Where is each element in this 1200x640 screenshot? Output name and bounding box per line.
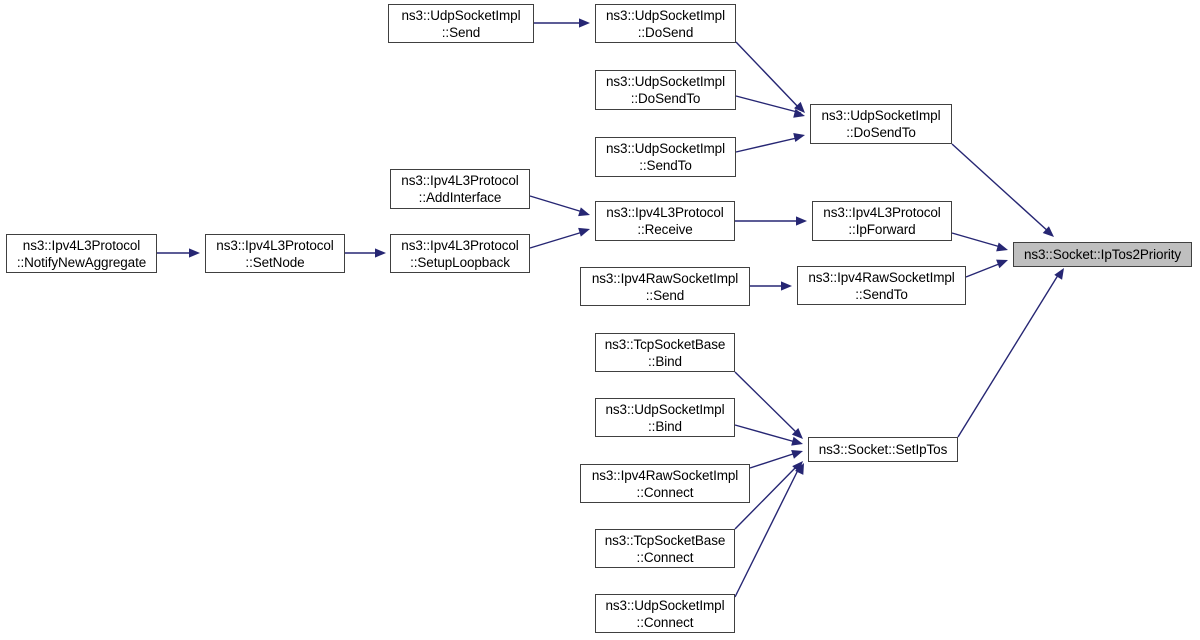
- graph-node-label-line2: ::Send: [645, 287, 685, 303]
- graph-node-label-line2: ::DoSend: [637, 24, 694, 40]
- graph-node-label-line2: ::SetNode: [245, 254, 305, 270]
- graph-node-label-line2: ::SendTo: [855, 286, 908, 302]
- graph-node-label-line2: ::Bind: [648, 418, 682, 434]
- graph-node-udp_dosendto_src[interactable]: ns3::UdpSocketImpl::DoSendTo: [595, 70, 736, 110]
- edge-arrowhead: [578, 207, 590, 217]
- edge-arrowhead: [579, 18, 590, 28]
- graph-node-udp_dosend[interactable]: ns3::UdpSocketImpl::DoSend: [595, 4, 736, 43]
- graph-node-udp_send[interactable]: ns3::UdpSocketImpl::Send: [388, 4, 534, 43]
- graph-node-label-line1: ns3::UdpSocketImpl: [605, 7, 725, 23]
- edge-arrowhead: [795, 463, 804, 475]
- graph-node-label-line1: ns3::Ipv4L3Protocol: [401, 237, 519, 253]
- graph-node-label-line2: ::Connect: [636, 549, 694, 565]
- edge-arrowhead: [793, 108, 805, 118]
- graph-node-label-line2: ::NotifyNewAggregate: [16, 254, 147, 270]
- call-edge: [965, 261, 1005, 278]
- graph-node-label-line1: ns3::Ipv4RawSocketImpl: [591, 270, 739, 286]
- graph-node-ipv4_ipforward[interactable]: ns3::Ipv4L3Protocol::IpForward: [812, 201, 952, 241]
- graph-node-label-line1: ns3::Socket::IpTos2Priority: [1023, 247, 1182, 262]
- graph-node-label-line2: ::Send: [441, 24, 481, 40]
- graph-node-label-line1: ns3::Ipv4L3Protocol: [216, 237, 334, 253]
- graph-node-raw_sendto[interactable]: ns3::Ipv4RawSocketImpl::SendTo: [797, 266, 966, 305]
- edge-arrowhead: [794, 101, 805, 113]
- graph-node-label-line1: ns3::Ipv4L3Protocol: [22, 237, 141, 253]
- edge-arrowhead: [781, 281, 792, 291]
- graph-node-label-line1: ns3::Ipv4L3Protocol: [606, 205, 724, 220]
- edge-arrowhead: [791, 450, 803, 459]
- graph-node-label-line2: ::AddInterface: [418, 190, 502, 205]
- graph-node-label-line2: ::DoSendTo: [630, 91, 701, 106]
- edge-arrowhead: [578, 227, 590, 237]
- graph-node-label-line1: ns3::UdpSocketImpl: [605, 597, 725, 613]
- edge-arrowhead: [1042, 226, 1054, 237]
- graph-node-udp_bind[interactable]: ns3::UdpSocketImpl::Bind: [595, 398, 735, 437]
- edge-arrowhead: [996, 242, 1008, 252]
- graph-node-iptos2priority[interactable]: ns3::Socket::IpTos2Priority: [1013, 242, 1192, 267]
- graph-node-label-line2: ::Bind: [648, 353, 682, 369]
- edge-arrowhead: [791, 428, 803, 439]
- graph-node-label-line1: ns3::Socket::SetIpTos: [818, 442, 948, 457]
- graph-node-label-line1: ns3::UdpSocketImpl: [605, 74, 725, 89]
- graph-node-label-line2: ::Connect: [636, 614, 694, 630]
- edge-arrowhead: [375, 248, 386, 258]
- graph-node-label-line1: ns3::UdpSocketImpl: [821, 108, 941, 123]
- graph-node-tcp_bind[interactable]: ns3::TcpSocketBase::Bind: [595, 333, 735, 372]
- graph-node-ipv4_receive[interactable]: ns3::Ipv4L3Protocol::Receive: [595, 201, 735, 241]
- graph-node-label-line2: ::IpForward: [848, 222, 916, 237]
- graph-node-ipv4_notifynewaggregate[interactable]: ns3::Ipv4L3Protocol::NotifyNewAggregate: [6, 234, 157, 273]
- call-edge: [734, 371, 800, 436]
- edge-arrowhead: [1054, 268, 1064, 280]
- call-edge: [951, 143, 1051, 234]
- graph-node-raw_connect[interactable]: ns3::Ipv4RawSocketImpl::Connect: [580, 464, 750, 503]
- graph-node-label-line1: ns3::TcpSocketBase: [604, 336, 726, 352]
- call-edge: [734, 424, 800, 444]
- call-edge: [735, 95, 802, 114]
- graph-node-label-line2: ::Receive: [637, 222, 693, 237]
- call-edge: [735, 136, 802, 153]
- graph-node-ipv4_addinterface[interactable]: ns3::Ipv4L3Protocol::AddInterface: [390, 169, 530, 209]
- graph-node-label-line1: ns3::TcpSocketBase: [604, 532, 726, 548]
- edge-arrowhead: [791, 436, 803, 446]
- graph-node-label-line2: ::SetupLoopback: [410, 254, 510, 270]
- graph-node-udp_dosendto_mid[interactable]: ns3::UdpSocketImpl::DoSendTo: [810, 104, 952, 144]
- graph-node-label-line1: ns3::UdpSocketImpl: [605, 401, 725, 417]
- call-edge: [951, 232, 1005, 249]
- graph-node-label-line1: ns3::Ipv4L3Protocol: [823, 205, 941, 220]
- edge-arrowhead: [996, 259, 1008, 269]
- call-edge: [957, 271, 1061, 438]
- graph-node-label-line1: ns3::Ipv4L3Protocol: [401, 173, 519, 188]
- call-edge: [735, 41, 802, 111]
- graph-node-udp_connect[interactable]: ns3::UdpSocketImpl::Connect: [595, 594, 735, 633]
- graph-node-label-line1: ns3::Ipv4RawSocketImpl: [808, 269, 955, 285]
- graph-node-raw_send[interactable]: ns3::Ipv4RawSocketImpl::Send: [580, 267, 750, 306]
- graph-node-ipv4_setnode[interactable]: ns3::Ipv4L3Protocol::SetNode: [205, 234, 345, 273]
- graph-node-udp_sendto[interactable]: ns3::UdpSocketImpl::SendTo: [595, 137, 736, 177]
- edge-arrowhead: [793, 132, 805, 142]
- graph-node-label-line2: ::SendTo: [639, 158, 692, 173]
- graph-node-ipv4_setuploopback[interactable]: ns3::Ipv4L3Protocol::SetupLoopback: [390, 234, 530, 273]
- graph-node-label-line1: ns3::Ipv4RawSocketImpl: [591, 467, 739, 483]
- graph-node-label-line1: ns3::UdpSocketImpl: [401, 7, 521, 23]
- graph-node-setiptos[interactable]: ns3::Socket::SetIpTos: [808, 437, 958, 462]
- call-edge: [529, 195, 587, 214]
- graph-node-label-line1: ns3::UdpSocketImpl: [605, 141, 725, 156]
- call-edge: [749, 451, 800, 469]
- edge-arrowhead: [792, 461, 803, 473]
- call-edge: [529, 230, 587, 249]
- graph-node-label-line2: ::Connect: [636, 484, 694, 500]
- edge-arrowhead: [189, 248, 200, 258]
- graph-node-tcp_connect[interactable]: ns3::TcpSocketBase::Connect: [595, 529, 735, 568]
- edge-arrowhead: [796, 216, 807, 226]
- graph-node-label-line2: ::DoSendTo: [846, 125, 916, 140]
